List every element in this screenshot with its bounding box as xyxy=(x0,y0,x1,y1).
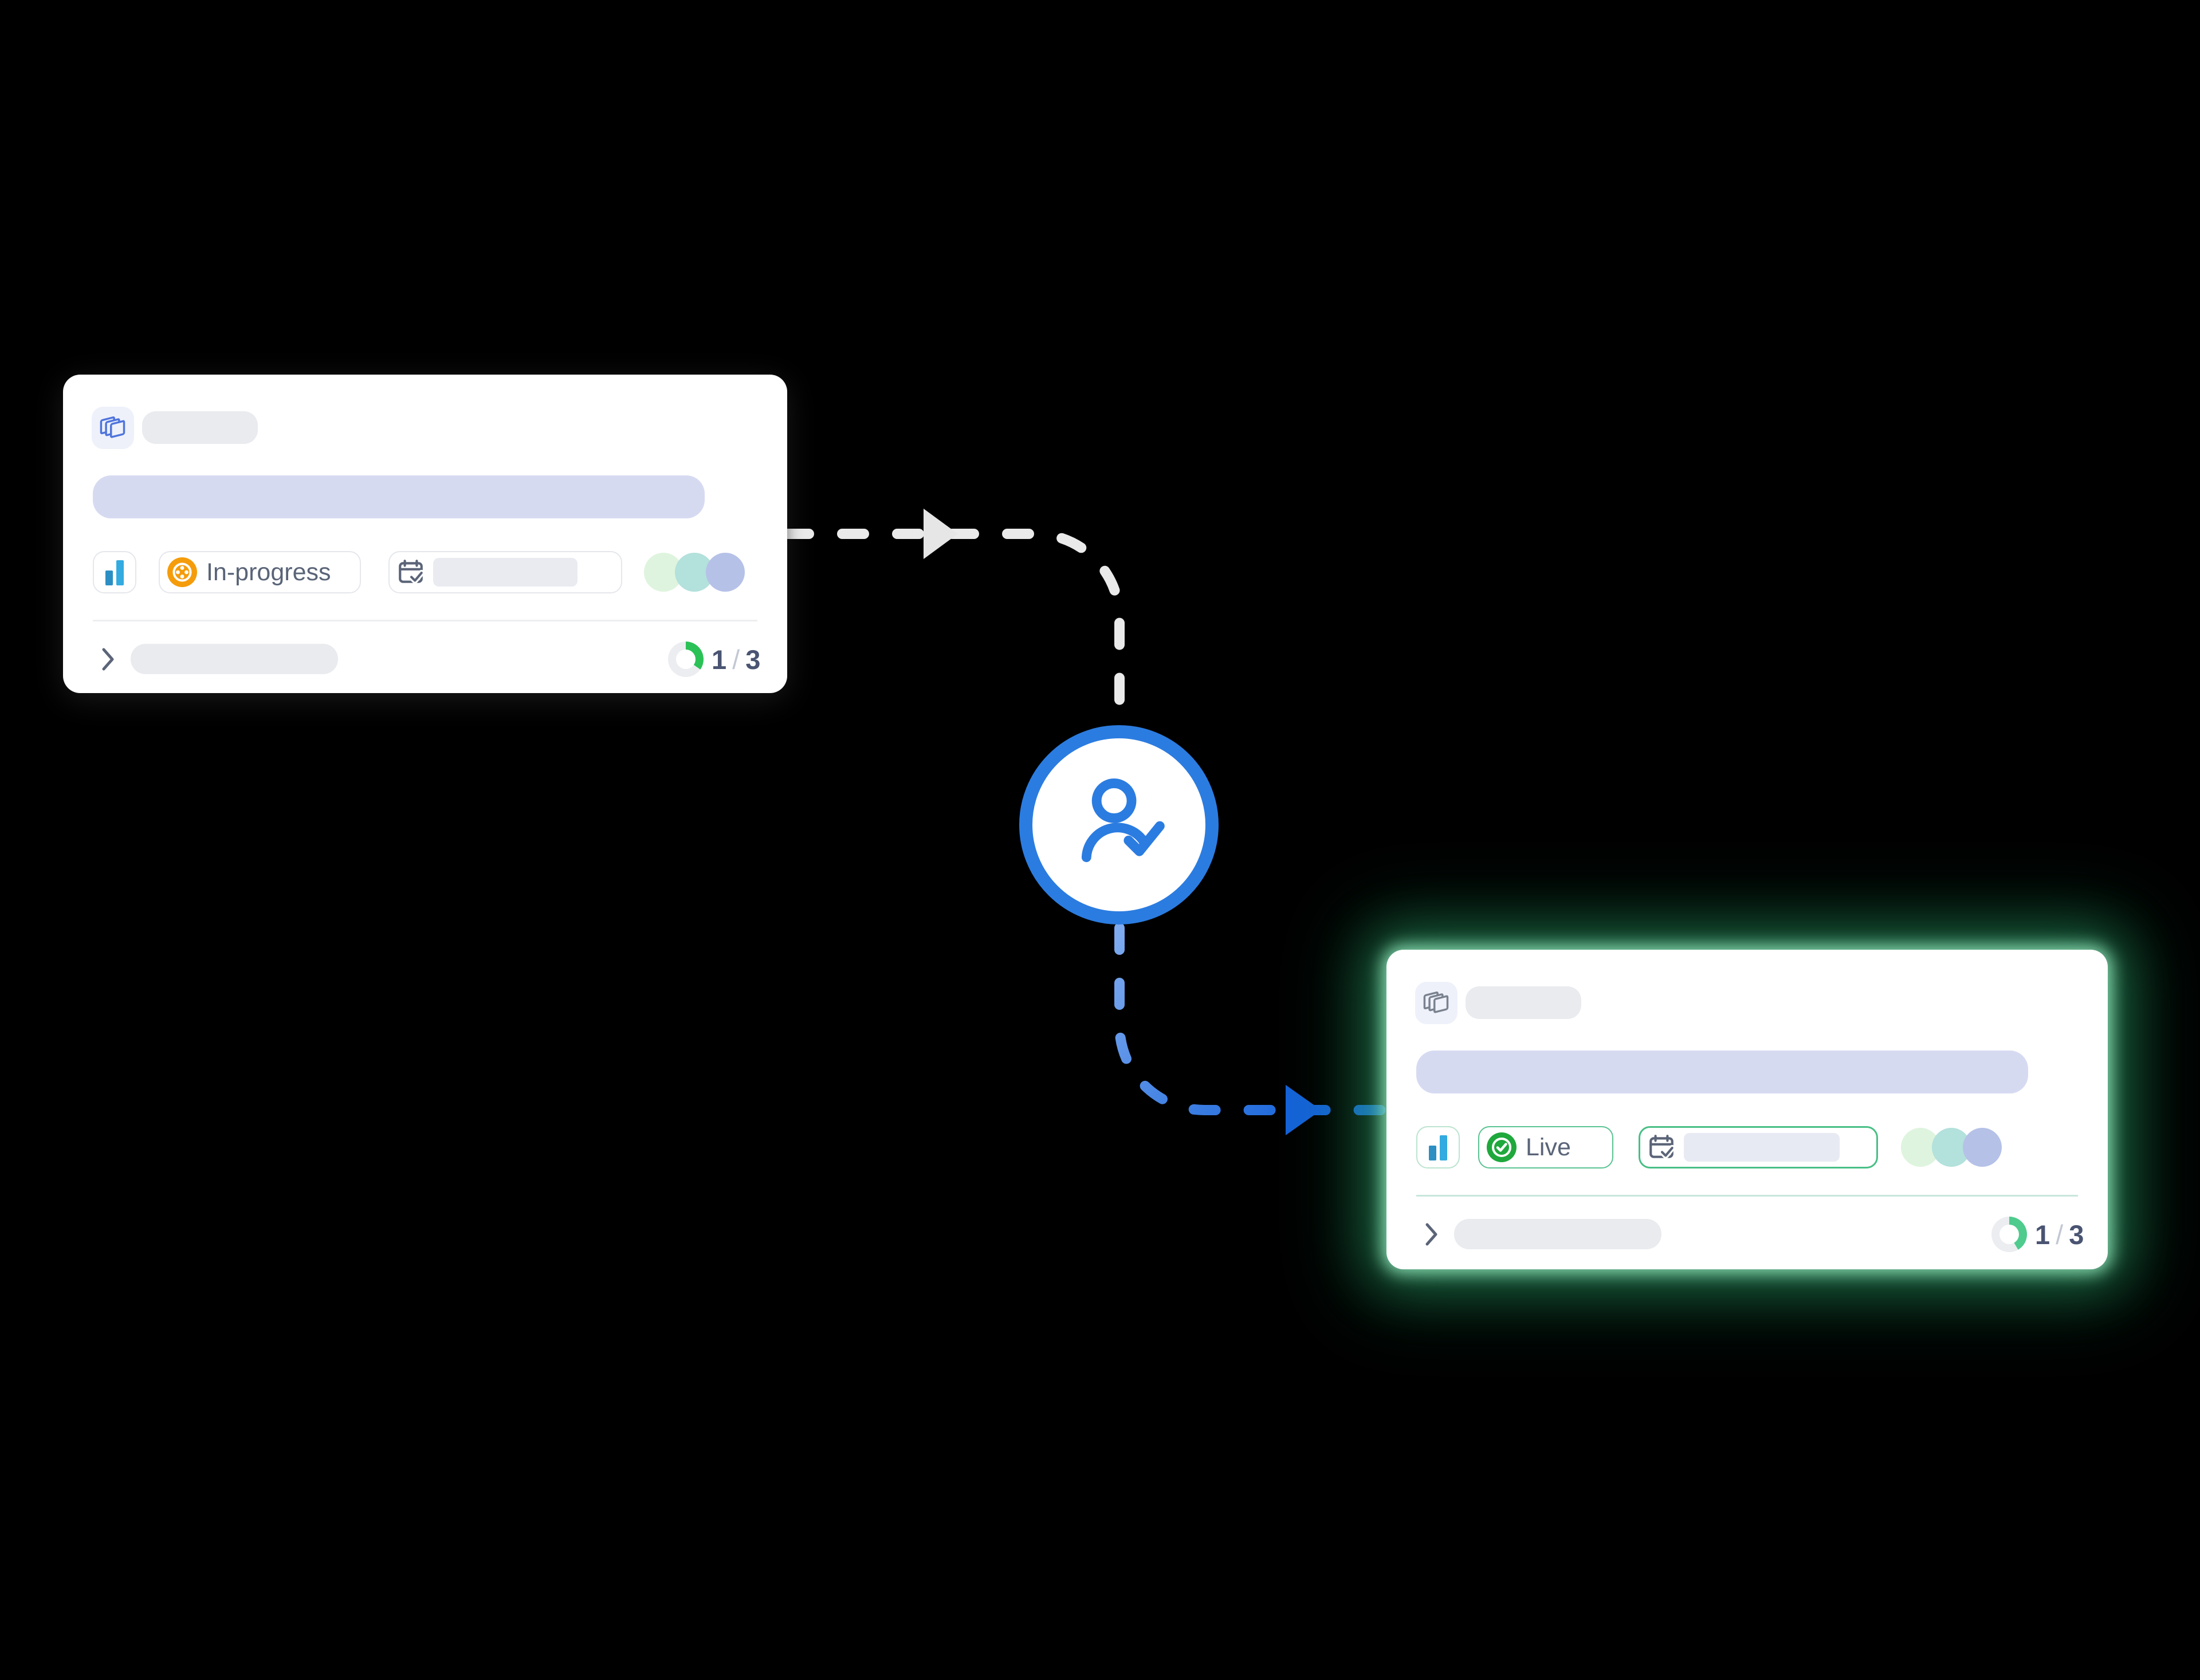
progress-current: 1 xyxy=(2035,1219,2050,1250)
date-placeholder xyxy=(433,558,578,587)
status-label: In-progress xyxy=(206,558,331,586)
bar-chart-icon xyxy=(1429,1134,1447,1160)
progress-total: 3 xyxy=(745,644,761,675)
approval-node[interactable] xyxy=(1019,725,1219,924)
expand-button[interactable] xyxy=(1419,1221,1445,1248)
calendar-check-icon xyxy=(399,560,425,584)
footer-placeholder xyxy=(131,644,338,674)
progress-current: 1 xyxy=(712,644,727,675)
arrowhead-right-icon xyxy=(1286,1085,1321,1135)
in-progress-icon xyxy=(167,557,197,587)
status-chip[interactable]: In-progress xyxy=(159,551,361,593)
layers-icon xyxy=(100,416,125,438)
divider xyxy=(1416,1195,2078,1197)
date-placeholder xyxy=(1684,1133,1840,1162)
status-label: Live xyxy=(1526,1133,1571,1161)
layers-icon xyxy=(1423,992,1449,1013)
progress-ring xyxy=(1991,1217,2027,1252)
progress-separator: / xyxy=(2056,1219,2064,1250)
avatar[interactable] xyxy=(1963,1128,2002,1167)
due-date-chip[interactable] xyxy=(388,551,622,593)
avatar-group xyxy=(1901,1128,2002,1167)
progress-separator: / xyxy=(732,644,740,675)
expand-button[interactable] xyxy=(95,646,121,672)
connector-line-source xyxy=(782,529,1125,726)
divider xyxy=(93,620,757,621)
avatar-group xyxy=(644,553,745,592)
card-type-tile xyxy=(92,407,134,449)
progress-count: 1 / 3 xyxy=(2035,1217,2084,1252)
calendar-check-icon xyxy=(1649,1135,1675,1159)
chevron-right-icon xyxy=(1425,1223,1437,1246)
progress-total: 3 xyxy=(2069,1219,2084,1250)
chevron-right-icon xyxy=(102,648,114,671)
card-title-placeholder xyxy=(93,475,705,518)
progress-ring xyxy=(668,642,704,677)
live-check-icon xyxy=(1487,1132,1517,1162)
card-name-placeholder xyxy=(1466,986,1581,1019)
avatar[interactable] xyxy=(706,553,745,592)
bar-chart-icon xyxy=(105,559,124,585)
user-check-icon xyxy=(1081,778,1165,863)
footer-placeholder xyxy=(1454,1219,1661,1249)
connector-line-target xyxy=(1114,923,1409,1115)
metric-chip[interactable] xyxy=(93,551,136,593)
card-name-placeholder xyxy=(142,411,258,444)
target-task-card[interactable]: Live 1 / 3 xyxy=(1386,950,2108,1269)
metric-chip[interactable] xyxy=(1416,1126,1460,1168)
progress-count: 1 / 3 xyxy=(712,642,760,677)
source-task-card[interactable]: In-progress 1 / xyxy=(63,375,787,693)
card-title-placeholder xyxy=(1416,1051,2028,1093)
due-date-chip[interactable] xyxy=(1639,1126,1878,1168)
status-chip[interactable]: Live xyxy=(1478,1126,1613,1168)
card-type-tile xyxy=(1415,982,1458,1024)
arrowhead-right-icon xyxy=(924,509,958,559)
